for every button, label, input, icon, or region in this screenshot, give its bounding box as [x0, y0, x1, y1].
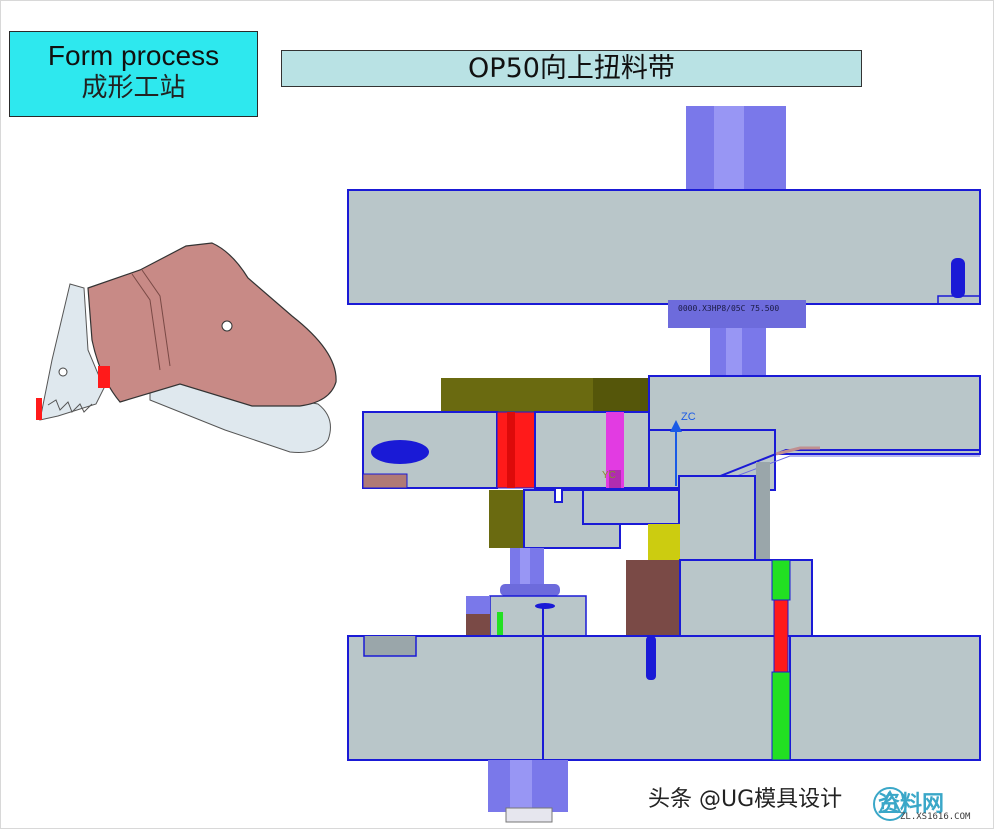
form-bend-line: [131, 269, 171, 371]
carrier-red-mark: [36, 398, 42, 420]
holder-brown-pad: [362, 473, 408, 489]
green-pin-lower: [771, 671, 791, 761]
part-hole: [221, 320, 233, 332]
brown-block: [626, 560, 680, 636]
center-block: [534, 411, 650, 489]
bottom-shank-highlight: [510, 760, 532, 812]
site-logo: [873, 787, 907, 821]
engraving-text: 0000.X3HP8/05C 75.500: [678, 304, 779, 313]
lower-blue-pin: [646, 636, 656, 680]
right-die-block: [679, 559, 813, 637]
magenta-pin-tip: [609, 470, 621, 488]
lower-plate: [347, 635, 981, 761]
engraved-insert: [668, 300, 806, 328]
small-brown-block: [466, 614, 490, 636]
red-pin: [773, 599, 789, 673]
logo-text: 资料网: [878, 792, 945, 817]
zc-arrow: [670, 420, 682, 432]
upper-pin: [951, 258, 965, 298]
green-pin-upper: [771, 559, 791, 601]
carrier-hole: [58, 367, 68, 377]
olive-block-top-right: [593, 378, 649, 412]
top-shank-highlight: [714, 106, 744, 190]
lower-plate-pocket: [363, 636, 417, 657]
olive-block-low: [489, 490, 524, 548]
carrier-strip: [39, 283, 105, 421]
die-section: 0000.X3HP8/05C 75.500 ZC YC XC: [347, 106, 981, 823]
station-label-en: Form process: [47, 40, 220, 71]
yc-label: YC: [602, 470, 616, 481]
red-punch: [496, 411, 536, 489]
twist-red-mark: [98, 366, 110, 388]
part-illustration: [36, 242, 337, 453]
spring-rod-highlight: [520, 548, 530, 594]
operation-title: OP50向上扭料带: [281, 50, 862, 87]
holder-oval-slot: [371, 440, 429, 464]
lower-die-step: [582, 489, 680, 525]
small-green-strip: [497, 612, 503, 636]
bottom-shank-base: [505, 807, 553, 823]
station-label-cn: 成形工站: [81, 73, 186, 103]
red-punch-shade: [507, 412, 515, 488]
right-lower-block: [678, 475, 756, 561]
small-slot: [535, 603, 555, 609]
upper-plate-step: [937, 295, 980, 304]
carrier-teeth: [47, 399, 93, 413]
strip-brown: [775, 446, 820, 456]
upper-plate: [347, 189, 981, 305]
strip-line: [649, 449, 980, 489]
middle-shank-highlight: [726, 328, 742, 378]
logo-url: ZL.XS1616.COM: [900, 812, 971, 822]
small-housing: [489, 595, 587, 637]
right-side-column: [756, 462, 770, 560]
magenta-pin: [606, 412, 624, 488]
zc-label: ZC: [681, 411, 696, 423]
spring-nut: [500, 584, 560, 596]
watermark-text: 头条 @UG模具设计: [648, 787, 843, 812]
formed-part: [87, 242, 337, 407]
purple-block: [466, 596, 490, 614]
station-label-box: Form process 成形工站: [9, 31, 258, 117]
yellow-block: [648, 524, 680, 560]
